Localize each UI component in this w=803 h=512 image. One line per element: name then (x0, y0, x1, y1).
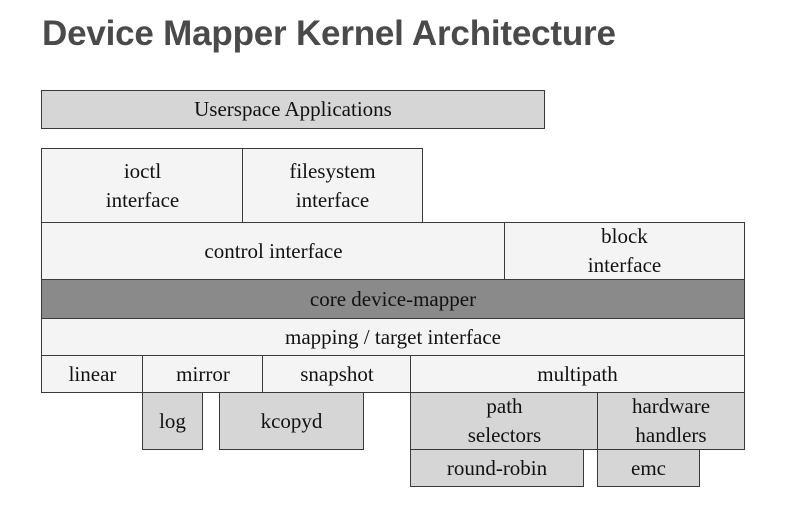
block-interface-block: block interface (504, 222, 745, 280)
emc-block: emc (597, 449, 700, 487)
path-selectors-block: path selectors (410, 392, 599, 450)
filesystem-interface-block: filesystem interface (242, 148, 423, 223)
log-block: log (142, 392, 203, 450)
kcopyd-block: kcopyd (219, 392, 364, 450)
multipath-target-block: multipath (410, 355, 745, 393)
control-interface-block: control interface (41, 222, 506, 280)
round-robin-block: round-robin (410, 449, 584, 487)
mapping-target-interface-block: mapping / target interface (41, 318, 745, 356)
linear-target-block: linear (41, 355, 144, 393)
mirror-target-block: mirror (142, 355, 264, 393)
userspace-applications-block: Userspace Applications (41, 90, 545, 129)
snapshot-target-block: snapshot (262, 355, 412, 393)
core-device-mapper-block: core device-mapper (41, 279, 745, 319)
page-title: Device Mapper Kernel Architecture (42, 14, 616, 53)
ioctl-interface-block: ioctl interface (41, 148, 244, 223)
hardware-handlers-block: hardware handlers (597, 392, 745, 450)
